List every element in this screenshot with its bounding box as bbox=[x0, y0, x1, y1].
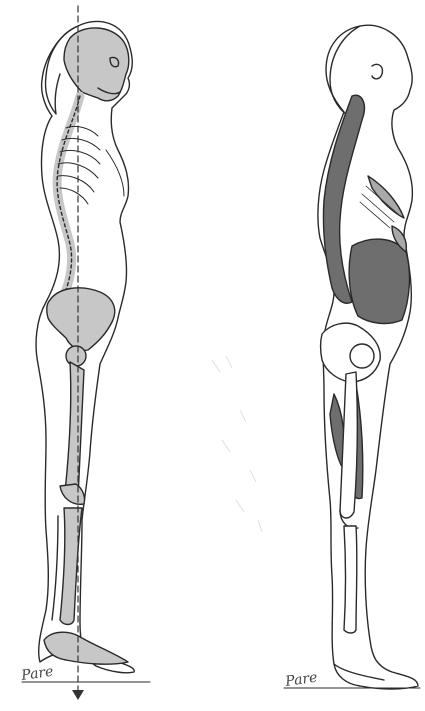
paper-bleed-marks bbox=[212, 356, 262, 532]
figure-muscles-side-view bbox=[284, 25, 420, 689]
hip-joint-left bbox=[66, 346, 86, 366]
chest-muscle bbox=[368, 176, 404, 218]
signature-left: Pare bbox=[19, 664, 54, 684]
tibia-right bbox=[344, 526, 357, 633]
plumb-line-arrow bbox=[72, 690, 84, 700]
pelvis bbox=[47, 288, 115, 351]
fibula bbox=[52, 516, 58, 620]
femur-right bbox=[340, 372, 357, 518]
figure-skeleton-plumb-line bbox=[22, 6, 150, 700]
foot-bones bbox=[44, 632, 128, 664]
knee bbox=[60, 484, 85, 504]
abdominal-muscle bbox=[349, 239, 409, 323]
femur bbox=[66, 362, 84, 498]
hip-joint-right bbox=[350, 344, 374, 368]
signature-right: Pare bbox=[283, 670, 318, 690]
ear bbox=[372, 64, 382, 78]
tibia bbox=[60, 508, 82, 625]
